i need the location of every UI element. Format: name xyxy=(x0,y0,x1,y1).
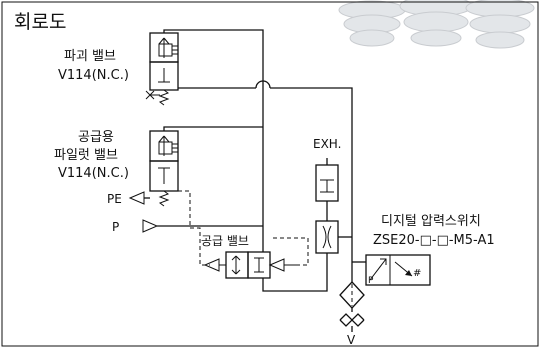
flow-restrictor-symbol xyxy=(315,220,339,254)
suction-cups-image xyxy=(338,0,535,49)
burst-valve-symbol xyxy=(145,32,179,106)
pressure-switch-name: 디지털 압력스위치 xyxy=(381,214,481,229)
switch-p-label: P xyxy=(368,276,374,286)
v-port-label: V xyxy=(347,333,356,347)
exhaust-silencer-symbol xyxy=(315,158,339,221)
supply-valve-model: V114(N.C.) xyxy=(58,166,129,181)
pressure-switch-symbol xyxy=(365,254,431,286)
burst-valve-supply-line xyxy=(163,29,264,226)
burst-valve-name: 파괴 밸브 xyxy=(64,49,116,64)
line-crossover xyxy=(255,80,271,89)
p-supply-triangle xyxy=(142,219,159,233)
filter-symbol xyxy=(339,281,365,312)
diagram-title: 회로도 xyxy=(14,11,66,33)
supply-to-main-line xyxy=(262,253,328,292)
supply-valve-label-line1: 공급용 xyxy=(78,130,114,145)
pilot-signal-dashed-line xyxy=(178,190,210,266)
supply-pilot-valve-symbol xyxy=(149,130,179,207)
vacuum-main-line xyxy=(270,87,353,262)
supply-valve-symbol xyxy=(203,251,296,279)
pilot-supply-line xyxy=(163,126,263,131)
burst-valve-model: V114(N.C.) xyxy=(58,68,129,83)
pe-exhaust-triangle xyxy=(128,191,145,205)
pressure-switch-model: ZSE20-□-□-M5-A1 xyxy=(373,233,495,248)
switch-hash-label: # xyxy=(413,268,421,279)
pe-port-label: PE xyxy=(107,192,122,206)
supply-valve-label-line2: 파일럿 밸브 xyxy=(54,148,118,163)
supply-valve-small-label: 공급 밸브 xyxy=(201,234,249,248)
right-dashed-line xyxy=(270,237,309,266)
vacuum-pad-symbol xyxy=(339,313,365,332)
p-port-label: P xyxy=(112,220,119,234)
exh-label: EXH. xyxy=(313,137,341,151)
